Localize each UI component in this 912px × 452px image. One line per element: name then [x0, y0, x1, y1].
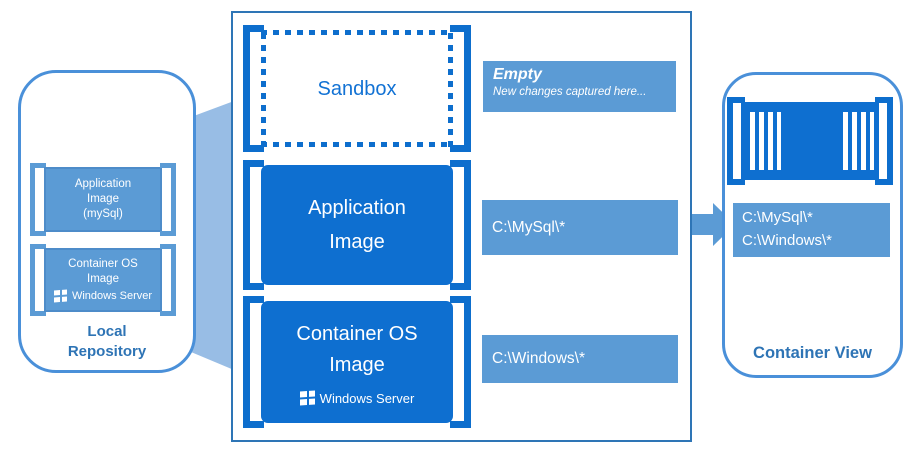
windows-logo-icon — [53, 289, 67, 303]
container-os-repo-box: Container OS Image Windows Server — [44, 248, 162, 312]
bracket-left-icon — [243, 296, 264, 428]
sandbox-box: Sandbox — [261, 30, 453, 147]
windows-server-label: Windows Server — [71, 289, 153, 302]
application-image-repo-box: Application Image (mySql) — [44, 167, 162, 232]
container-icon — [727, 97, 893, 185]
container-body — [741, 102, 879, 180]
application-image-box: Application Image — [261, 165, 453, 285]
bracket-right-icon — [450, 25, 471, 152]
bracket-right-icon — [875, 97, 893, 185]
repo-layer-label: Application Image (mySql) — [74, 178, 132, 220]
container-stripes — [750, 112, 781, 170]
bracket-right-icon — [450, 160, 471, 290]
container-view-panel: C:\MySql\* C:\Windows\* Container View — [722, 72, 903, 378]
bracket-right-icon — [160, 244, 176, 316]
os-badge: Windows Server — [299, 390, 415, 406]
container-os-repo-layer: Container OS Image Windows Server — [30, 244, 176, 316]
os-badge: Windows Server — [53, 289, 153, 303]
container-os-image-layer: Container OS Image Windows Server — [243, 296, 471, 428]
container-os-image-label: Container OS Image — [296, 322, 418, 376]
sandbox-label: Sandbox — [317, 77, 397, 100]
bracket-left-icon — [30, 163, 46, 236]
container-stripes — [843, 112, 874, 170]
application-image-label: Application Image — [308, 197, 406, 253]
local-repository-panel: Application Image (mySql) Container OS I… — [18, 70, 196, 373]
image-stack-panel: Sandbox Application Image Container OS I… — [231, 11, 692, 442]
annotation-mysql-path: C:\MySql\* — [482, 200, 678, 255]
bracket-right-icon — [450, 296, 471, 428]
local-repository-title: Local Repository — [67, 323, 147, 360]
windows-logo-icon — [299, 390, 315, 406]
windows-server-label: Windows Server — [319, 390, 415, 406]
bracket-left-icon — [243, 160, 264, 290]
bracket-left-icon — [727, 97, 745, 185]
annotation-windows-path: C:\Windows\* — [482, 335, 678, 383]
application-image-repo-layer: Application Image (mySql) — [30, 163, 176, 236]
bracket-right-icon — [160, 163, 176, 236]
annotation-empty: Empty New changes captured here... — [483, 61, 676, 112]
empty-title: Empty — [493, 66, 542, 83]
container-paths: C:\MySql\* C:\Windows\* — [733, 203, 890, 257]
sandbox-layer: Sandbox — [243, 25, 471, 152]
bracket-left-icon — [30, 244, 46, 316]
bracket-left-icon — [243, 25, 264, 152]
application-image-layer: Application Image — [243, 160, 471, 290]
empty-subtitle: New changes captured here... — [493, 86, 647, 98]
container-view-title: Container View — [753, 343, 872, 362]
projection-beam — [191, 101, 234, 370]
container-os-image-box: Container OS Image Windows Server — [261, 301, 453, 423]
repo-layer-label: Container OS Image — [68, 257, 138, 285]
